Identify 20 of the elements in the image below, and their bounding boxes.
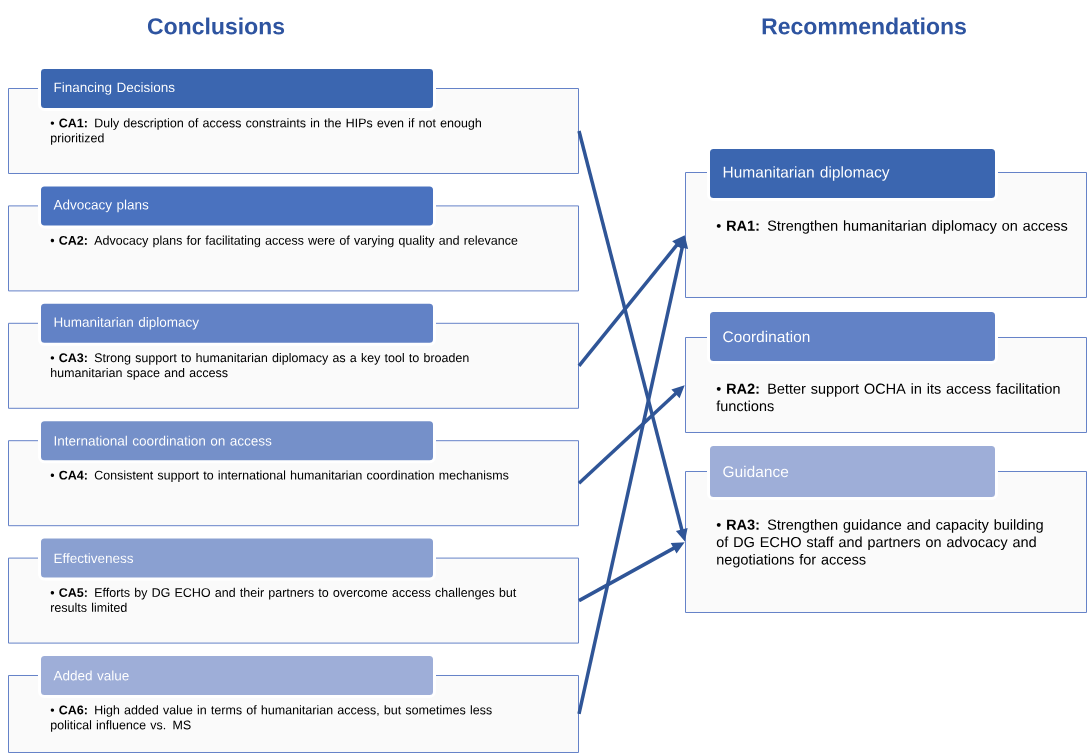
bullet-text: • RA2: Better support OCHA in its access facilitation functions	[716, 383, 1060, 412]
header-tab: International coordination on access	[38, 418, 436, 464]
column-heading: Recommendations	[762, 17, 966, 35]
header-tab: Humanitarian diplomacy	[707, 146, 998, 201]
bullet-text: • CA5: Efforts by DG ECHO and their partners to overcome access challenges but results limited	[50, 587, 517, 612]
bullet-text: • CA2: Advocacy plans for facilitating access were of varying quality and relevance	[50, 235, 518, 248]
header-tab: Effectiveness	[38, 535, 436, 581]
header-tab: Financing Decisions	[38, 66, 436, 111]
bullet-text: • RA1: Strengthen humanitarian diplomacy on access	[716, 220, 1068, 234]
header-tab: Added value	[38, 653, 436, 698]
header-tab: Humanitarian diplomacy	[38, 300, 436, 346]
bullet-text: • CA4: Consistent support to international humanitarian coordination mechanisms	[50, 470, 509, 483]
bullet-text: • CA6: High added value in terms of humanitarian access, but sometimes less political influence vs. MS	[50, 705, 492, 732]
bullet-text: • CA1: Duly description of access constraints in the HIPs even if not enough prioritized	[50, 118, 481, 145]
header-tab: Advocacy plans	[38, 183, 436, 229]
header-tab: Guidance	[707, 443, 998, 500]
bullet-text: • RA3: Strengthen guidance and capacity building of DG ECHO staff and partners on advocacy and negotiations for access	[716, 519, 1043, 568]
header-tab: Coordination	[707, 309, 998, 364]
column-heading: Conclusions	[147, 17, 285, 35]
bullet-text: • CA3: Strong support to humanitarian diplomacy as a key tool to broaden humanitarian space and access	[50, 353, 469, 380]
